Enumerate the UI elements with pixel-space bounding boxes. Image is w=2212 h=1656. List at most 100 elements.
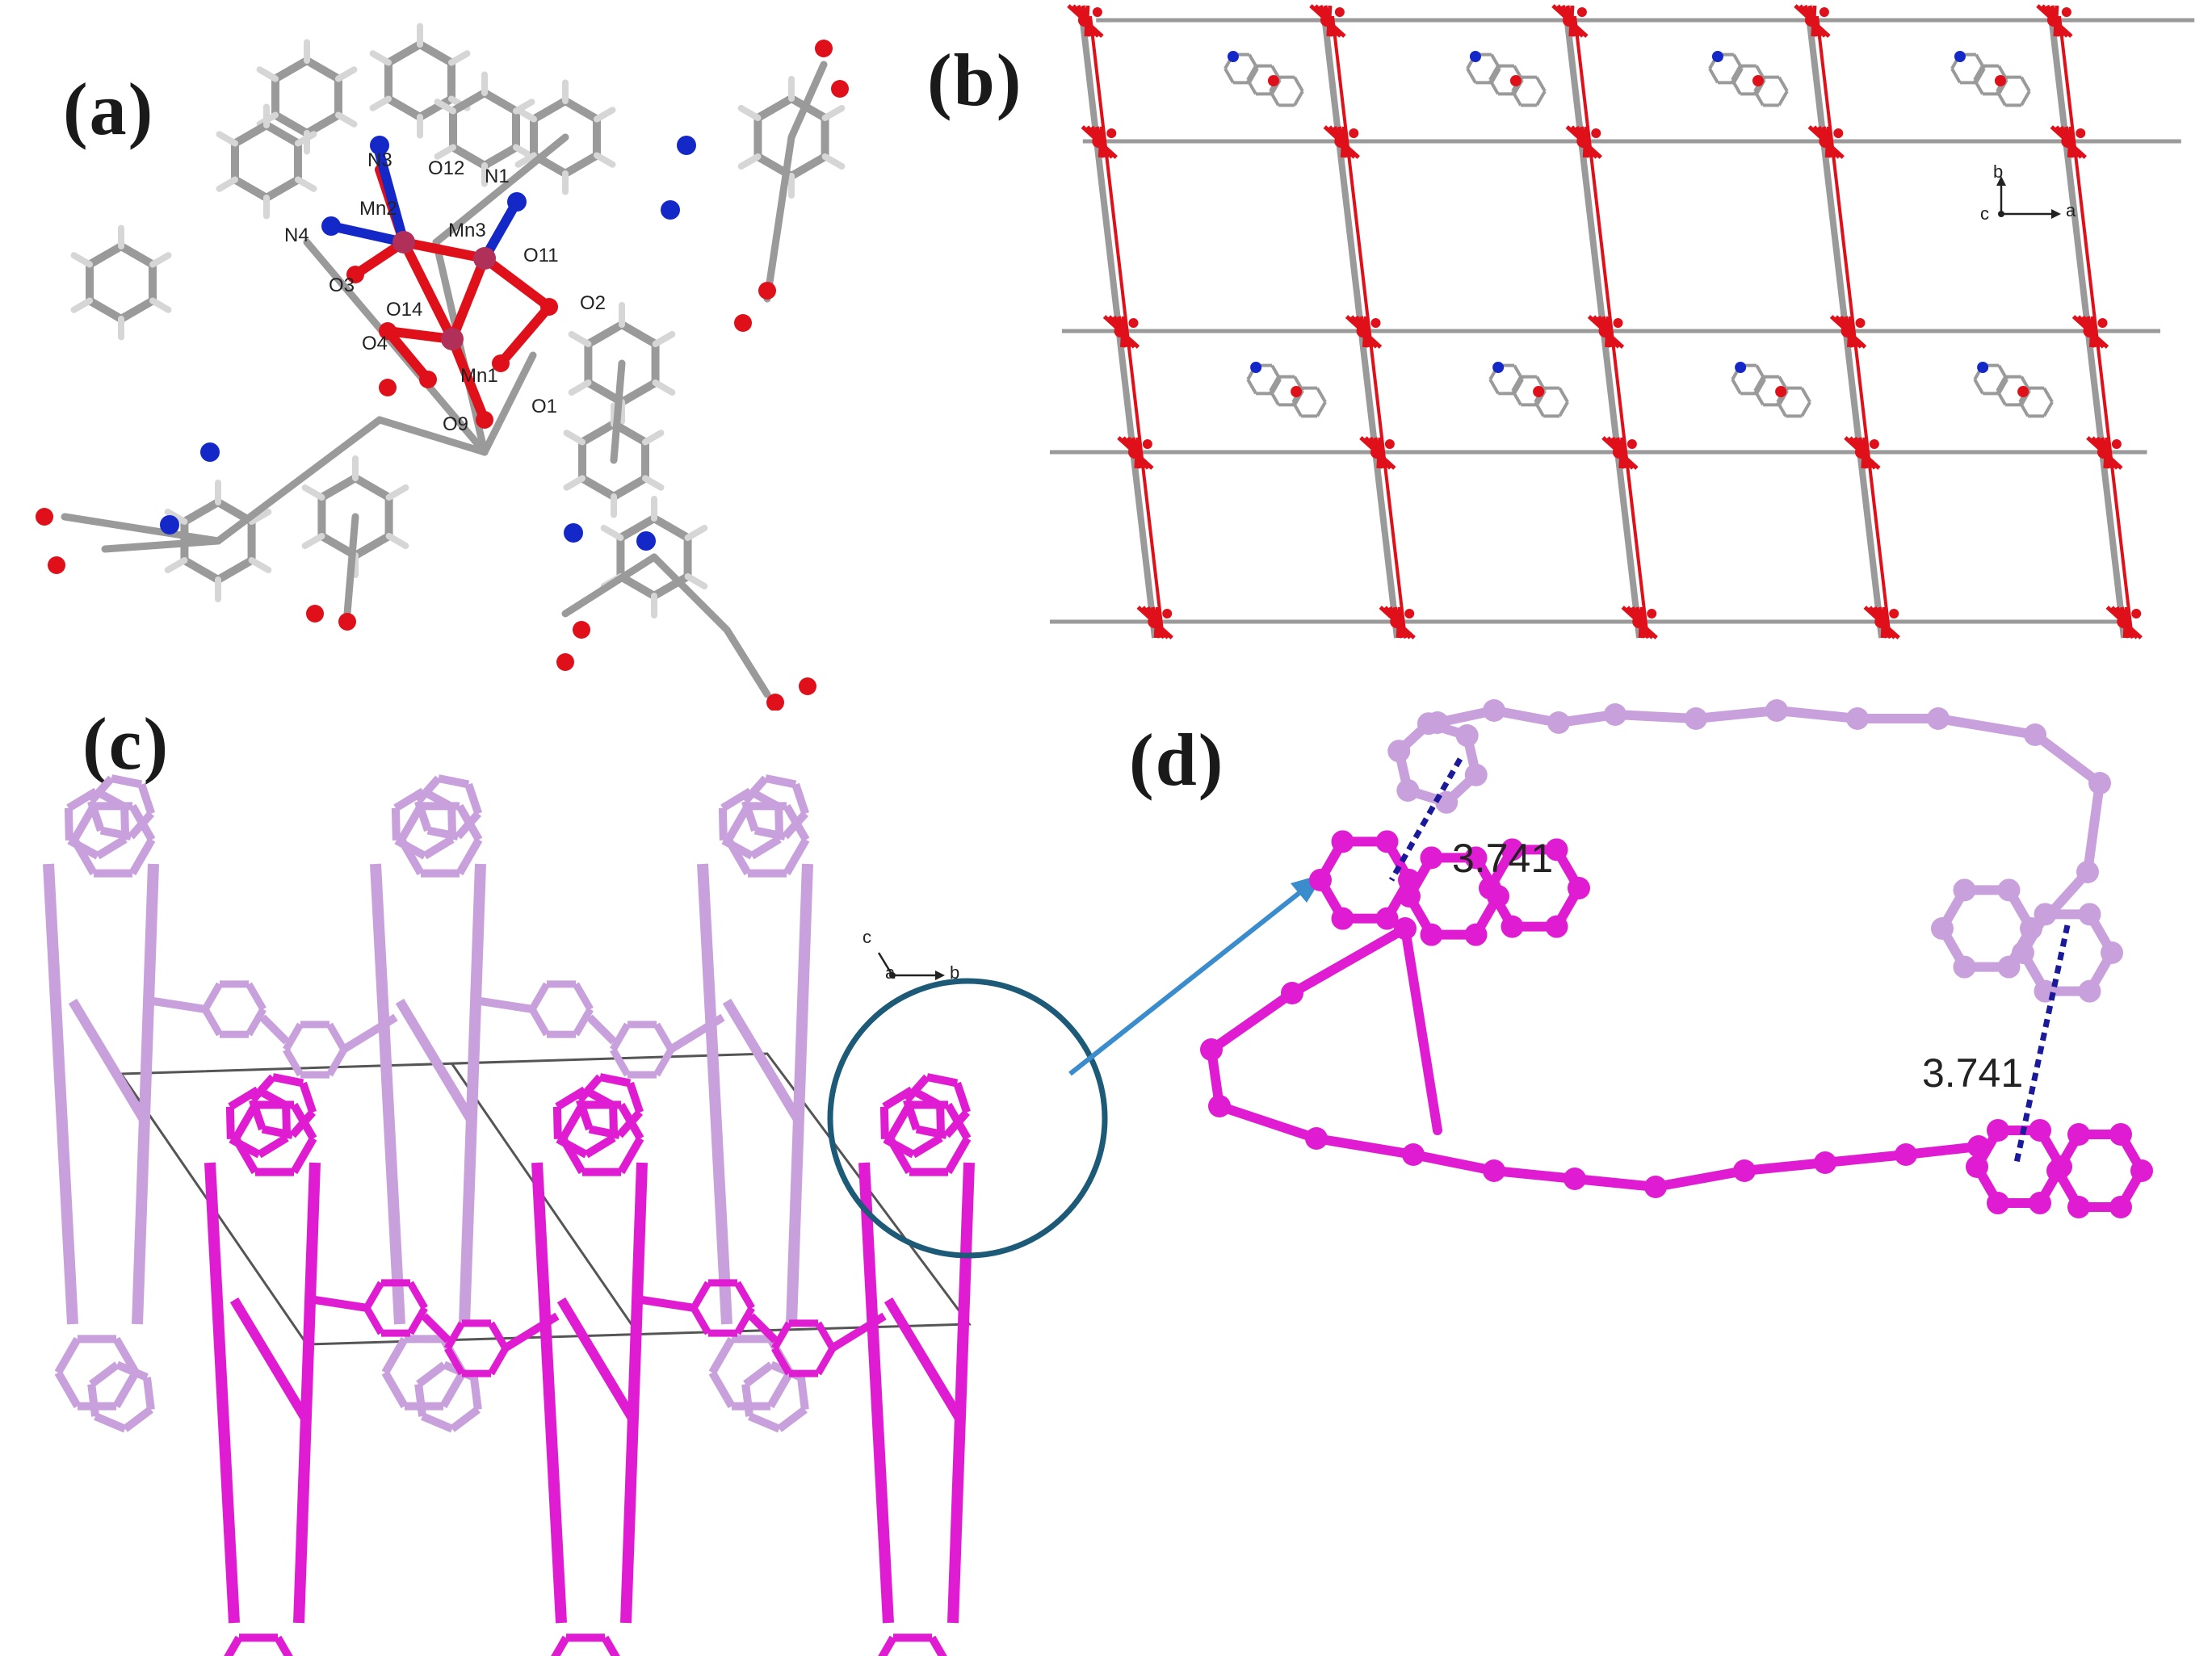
oxygen-atom (540, 298, 558, 316)
ring-bond (137, 782, 155, 815)
ring-bond (117, 296, 157, 323)
ring-bond (556, 1135, 589, 1159)
nitrogen-atom (1954, 51, 1966, 62)
helix-strand (293, 1162, 321, 1624)
ring-atom (1420, 923, 1443, 946)
node-atom (1092, 135, 1106, 148)
oxygen-atom (1994, 75, 2006, 86)
panel-a-label: (a) (63, 68, 155, 150)
metal-oxygen-bond (480, 254, 554, 312)
ring-bond (1950, 68, 1962, 84)
ring-bond (584, 1134, 616, 1159)
h-bond (641, 430, 665, 446)
panel-b-framework (1050, 4, 2195, 639)
ring-bond (653, 1047, 674, 1077)
ring-bond (690, 1306, 711, 1335)
helix-strand (531, 1162, 567, 1624)
ring-bond (303, 111, 342, 137)
ring-bond (1248, 67, 1259, 84)
chain-atom (1564, 1168, 1586, 1190)
linker (586, 1014, 617, 1045)
nitrogen-atom (321, 216, 341, 236)
ring-bond (626, 1081, 644, 1114)
ring-bond (555, 1086, 587, 1111)
ring-bond (416, 40, 455, 67)
ring-bond (271, 57, 311, 83)
ring-bond (437, 774, 470, 789)
h-bond (294, 131, 317, 147)
ring-bond (363, 1306, 384, 1335)
column-oxygen (1089, 15, 1165, 639)
panel-d-stacking (1200, 699, 2153, 1219)
ring-bond (1973, 65, 1984, 81)
ring-bond (618, 321, 660, 348)
chain-atom (1305, 1127, 1328, 1150)
ring-bond (1535, 90, 1547, 107)
metal-oxygen-bond (399, 237, 489, 263)
ring-bond (67, 836, 100, 860)
node-atom (1612, 446, 1626, 459)
oxygen-atom (831, 80, 849, 98)
pi-stack-distance-1 (1388, 757, 1463, 882)
chain-atom (1604, 703, 1626, 726)
chain-bond (763, 133, 795, 303)
ring-bond (66, 787, 99, 812)
manganese-atom (473, 247, 496, 270)
ring-bond (915, 1125, 948, 1139)
ring-bond (416, 1361, 447, 1388)
ring-bond (1753, 90, 1765, 107)
atom-label-o3: O3 (329, 275, 355, 296)
ring-bond (529, 1007, 550, 1037)
ring-atom (1931, 917, 1954, 940)
ring-bond (878, 1635, 897, 1656)
ring-bond (598, 1073, 632, 1088)
distance-label-1: 3.741 (1452, 836, 1554, 881)
panel-c-axis-c: c (863, 927, 871, 947)
ring-bond (112, 1370, 140, 1409)
h-bond (821, 105, 846, 121)
chain-bond (1400, 924, 1442, 1135)
ring-bond (529, 982, 550, 1012)
ring-bond (552, 1106, 562, 1139)
column-oxygen (2058, 15, 2134, 639)
nitrogen-atom (200, 442, 220, 462)
ring-bond (1975, 68, 1986, 84)
chain-atom (2088, 772, 2111, 794)
ring-bond (1269, 90, 1280, 107)
atom-label-o2: O2 (580, 292, 607, 314)
ring-atom (2109, 1122, 2132, 1146)
node-atom (1804, 14, 1818, 27)
ring-bond (1246, 378, 1257, 395)
h-bond (514, 152, 538, 168)
ring-bond (753, 826, 787, 841)
ring-bond (391, 807, 401, 841)
atom-label-n1: N1 (485, 166, 510, 187)
ring-bond (911, 1134, 943, 1159)
node-atom (1855, 318, 1866, 328)
ring-atom (1545, 838, 1568, 862)
ring-bond (1996, 375, 2007, 392)
ring-bond (1731, 79, 1742, 95)
ring-bond (1269, 375, 1280, 392)
oxygen-atom (379, 322, 397, 340)
ring-bond (578, 420, 618, 446)
panel-d: 3.741 3.741 (1131, 686, 2212, 1251)
ring-bond (578, 474, 618, 501)
chain-bond (2083, 778, 2105, 877)
ring-bond (317, 474, 359, 501)
ring-atom (1309, 869, 1332, 891)
oxygen-atom (1291, 386, 1303, 397)
ring-bond (481, 89, 520, 115)
node-atom (1854, 446, 1868, 459)
ring-bond (796, 1377, 809, 1411)
h-bond (164, 557, 188, 573)
chain-bond (787, 61, 828, 141)
ring-atom (1479, 877, 1501, 899)
node-atom (1390, 615, 1404, 628)
node-atom (1833, 128, 1844, 138)
panel-b-axis-c: c (1980, 203, 1989, 224)
helix-strand (620, 1162, 648, 1624)
metal-nitrogen-bond (326, 221, 409, 247)
ring-bond (261, 1125, 294, 1139)
chain-atom (1895, 1143, 1917, 1166)
